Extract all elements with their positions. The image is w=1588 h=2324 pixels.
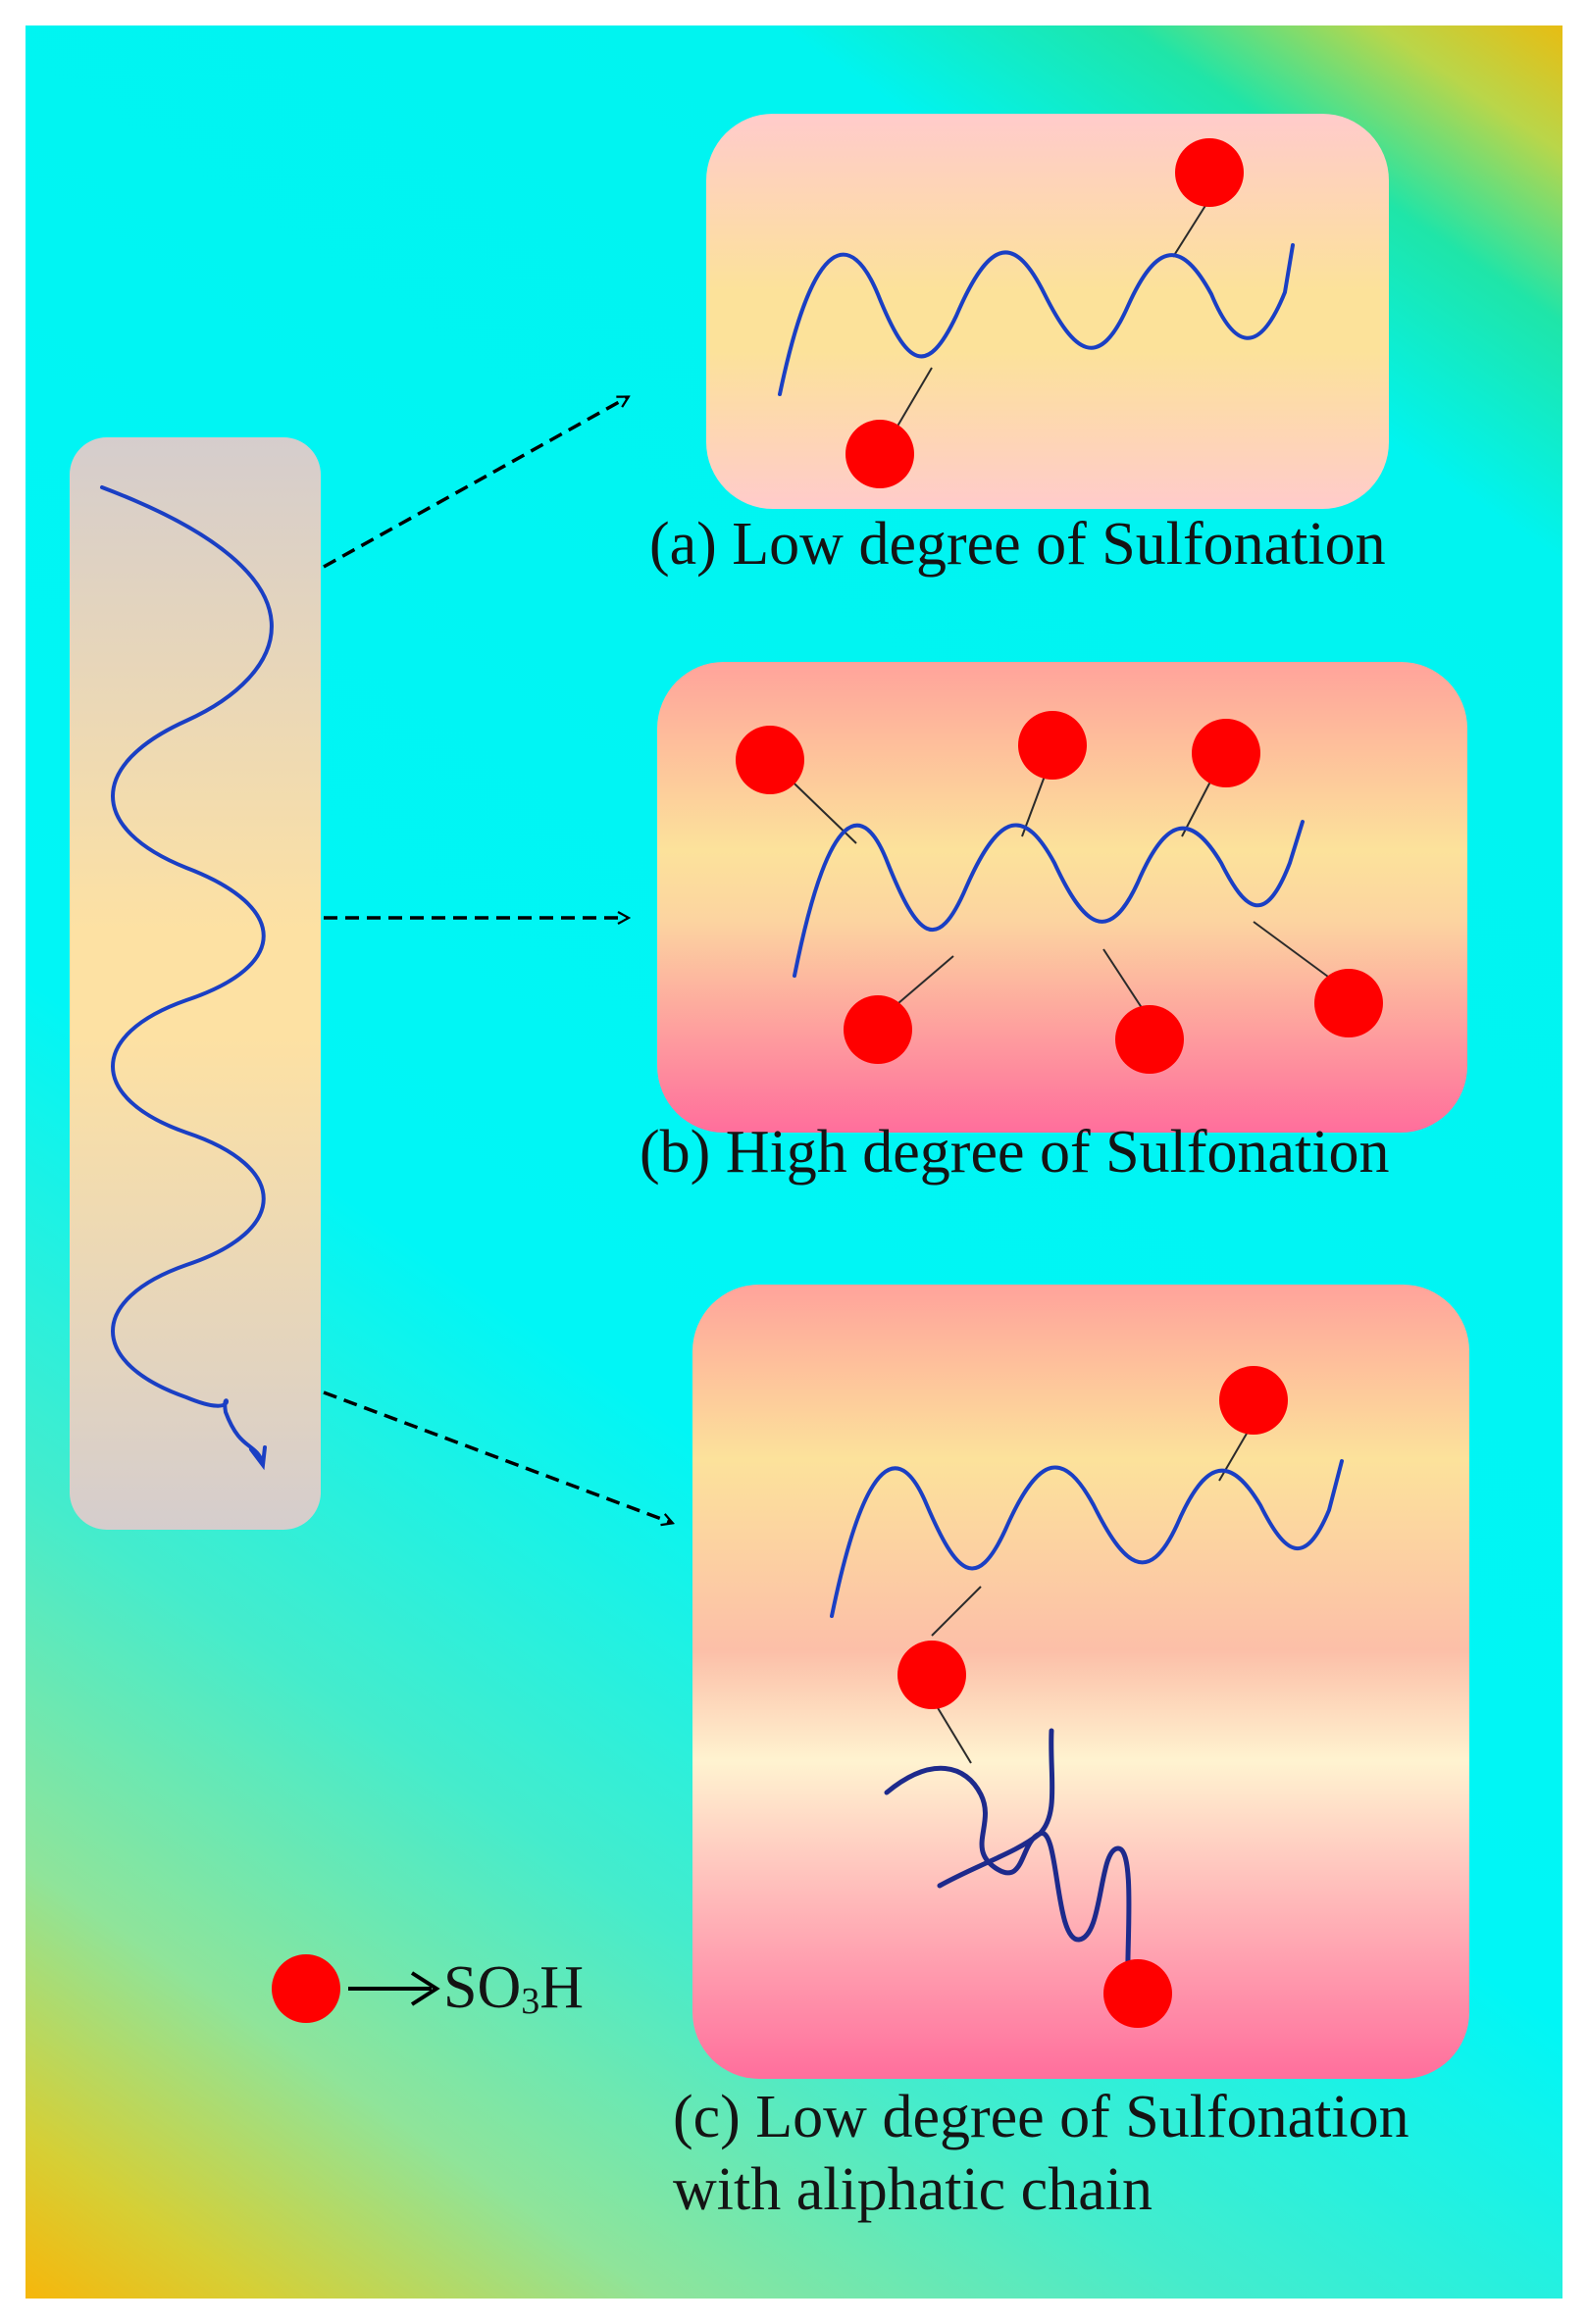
sulfonic-group-b3 <box>1192 719 1260 787</box>
sulfonic-group-b5 <box>1115 1005 1184 1074</box>
legend-formula-main: SO <box>443 1954 522 2021</box>
sulfonic-group-c3 <box>1103 1959 1172 2028</box>
panel-a-background <box>706 114 1389 509</box>
sulfonic-group-c1 <box>1219 1366 1288 1435</box>
legend-formula-subscript: 3 <box>521 1981 540 2022</box>
legend-arrowhead <box>410 1971 440 2006</box>
panel-a-bond-bottom <box>895 367 933 430</box>
panel-c-background <box>692 1285 1469 2079</box>
label-panel-c-line2: with aliphatic chain <box>673 2156 1153 2223</box>
sulfonic-group-b1 <box>736 726 804 794</box>
label-panel-c-line1: (c) Low degree of Sulfonation <box>673 2084 1409 2150</box>
sulfonic-group-b6 <box>1314 969 1383 1037</box>
panel-a-polymer-chain <box>778 243 1295 396</box>
source-chain-arrowhead <box>249 1445 267 1471</box>
source-polymer-panel <box>70 437 321 1530</box>
panel-c-polymer-chain <box>830 1459 1344 1618</box>
legend-formula: SO3H <box>443 1957 584 2020</box>
sulfonic-group-a2 <box>845 420 914 488</box>
panel-c-bond-main <box>931 1586 982 1637</box>
source-polymer-chain <box>100 485 274 1465</box>
aliphatic-chain <box>884 1765 1132 1992</box>
arrow-to-panel-c <box>323 1390 672 1523</box>
sulfonic-group-c2 <box>897 1641 966 1709</box>
label-panel-a: (a) Low degree of Sulfonation <box>649 511 1386 578</box>
label-panel-b: (b) High degree of Sulfonation <box>640 1119 1390 1186</box>
panel-a-bond-top <box>1172 203 1207 258</box>
sulfonic-group-b4 <box>844 995 912 1064</box>
panel-b-polymer-chain <box>793 820 1305 978</box>
arrow-to-panel-a <box>323 397 628 569</box>
sulfonic-group-a1 <box>1175 138 1244 207</box>
sulfonic-group-b2 <box>1018 711 1087 780</box>
panel-c-bond-aliphatic <box>936 1705 972 1764</box>
legend-formula-end: H <box>539 1954 585 2021</box>
legend-sulfonic-dot <box>272 1954 340 2023</box>
aliphatic-chain-cross <box>937 1728 1055 1889</box>
